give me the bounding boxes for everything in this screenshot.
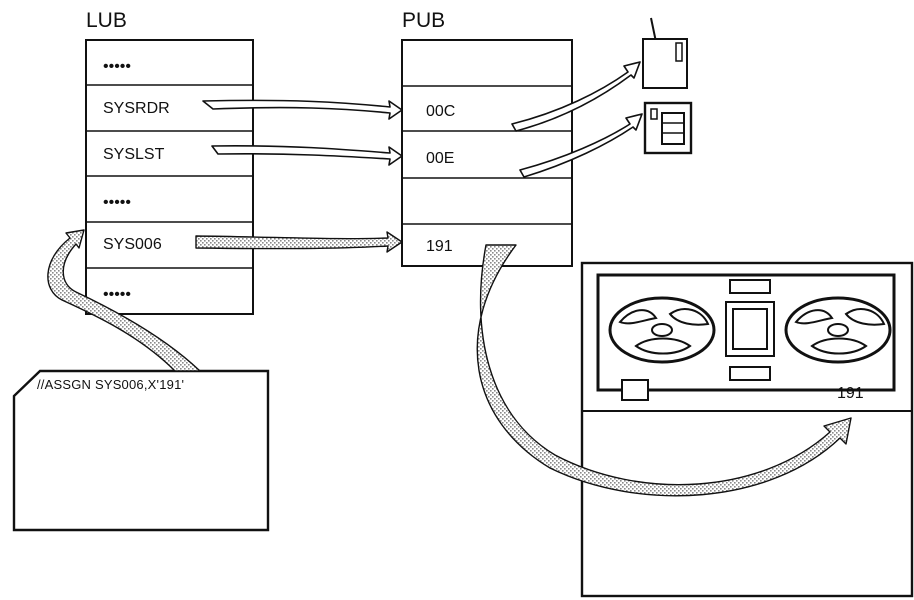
lub-table [86,40,253,314]
assgn-statement: //ASSGN SYS006,X'191' [37,377,184,392]
pub-title: PUB [402,9,445,32]
tape-drive-unit-label: 191 [837,385,864,402]
pub-row-00c: 00C [426,103,455,120]
pub-row-00e: 00E [426,150,454,167]
lub-title: LUB [86,9,127,32]
job-control-card [14,371,268,530]
lub-row-sys006: SYS006 [103,236,162,253]
lub-row-6: ••••• [103,286,131,303]
card-reader-icon [643,18,687,88]
printer-icon [645,103,691,153]
tape-drive-icon [582,263,912,596]
lub-row-sysrdr: SYSRDR [103,100,170,117]
lub-row-syslst: SYSLST [103,146,165,163]
lub-row-1: ••••• [103,58,131,75]
pub-row-191: 191 [426,238,453,255]
lub-row-4: ••••• [103,194,131,211]
